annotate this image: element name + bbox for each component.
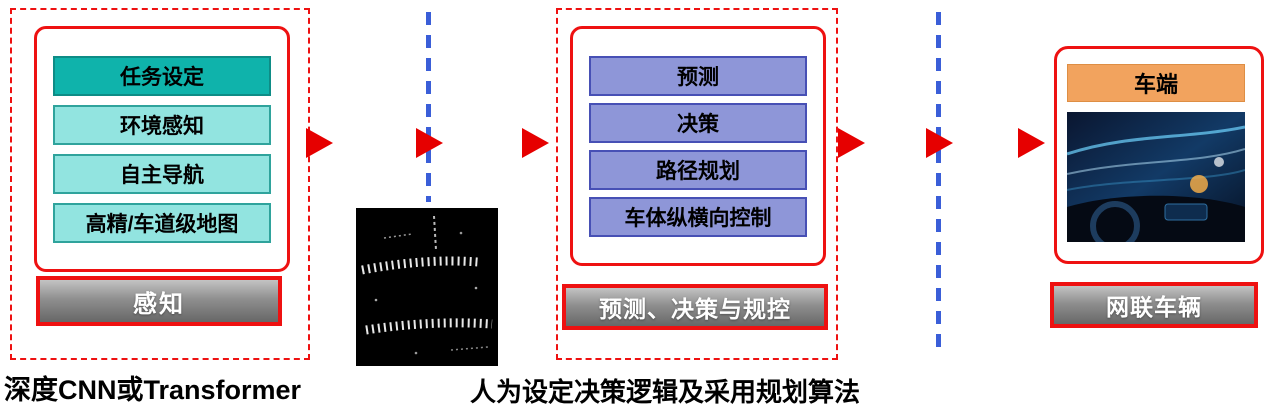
flow-arrow-5 bbox=[926, 128, 953, 158]
vehicle-side-header: 车端 bbox=[1067, 64, 1245, 102]
planning-panel: 预测 决策 路径规划 车体纵横向控制 bbox=[570, 26, 826, 266]
stage-separator-line-2 bbox=[936, 12, 941, 356]
stage-separator-line-1 bbox=[426, 12, 431, 202]
node-task-setting: 任务设定 bbox=[53, 55, 271, 96]
flow-arrow-4 bbox=[838, 128, 865, 158]
connected-vehicle-caption: 网联车辆 bbox=[1050, 282, 1258, 328]
node-autonomous-navigation: 自主导航 bbox=[53, 153, 271, 194]
perception-panel: 任务设定 环境感知 自主导航 高精/车道级地图 bbox=[34, 26, 290, 272]
node-environment-perception: 环境感知 bbox=[53, 104, 271, 145]
node-prediction: 预测 bbox=[589, 55, 807, 96]
smart-vehicle-cockpit-image bbox=[1067, 112, 1245, 242]
flow-arrow-3 bbox=[522, 128, 549, 158]
flow-arrow-6 bbox=[1018, 128, 1045, 158]
planning-caption: 预测、决策与规控 bbox=[562, 284, 828, 330]
perception-caption: 感知 bbox=[36, 276, 282, 326]
node-decision: 决策 bbox=[589, 102, 807, 143]
annotation-deep-cnn-transformer: 深度CNN或Transformer bbox=[4, 375, 302, 405]
node-vehicle-control: 车体纵横向控制 bbox=[589, 196, 807, 237]
lidar-point-cloud-image bbox=[356, 208, 498, 366]
lidar-image-graphic bbox=[356, 208, 498, 366]
vehicle-image-graphic bbox=[1067, 112, 1245, 242]
planning-stage-boundary bbox=[556, 8, 838, 360]
annotation-decision-logic: 人为设定决策逻辑及采用规划算法 bbox=[470, 377, 861, 407]
perception-stage-boundary bbox=[10, 8, 310, 360]
flow-arrow-1 bbox=[306, 128, 333, 158]
node-path-planning: 路径规划 bbox=[589, 149, 807, 190]
node-hd-map: 高精/车道级地图 bbox=[53, 202, 271, 243]
flow-arrow-2 bbox=[416, 128, 443, 158]
